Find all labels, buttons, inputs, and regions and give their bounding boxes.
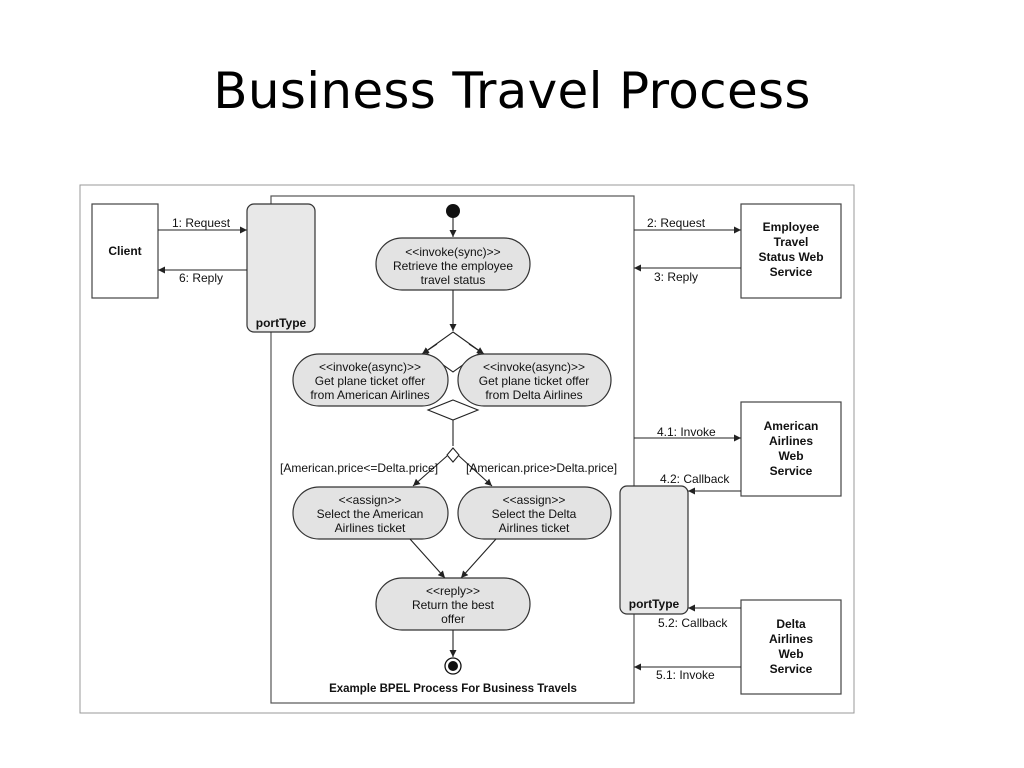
- delta-offer-line1: Get plane ticket offer: [479, 374, 590, 388]
- delta-service-line4: Service: [770, 662, 813, 676]
- port-type-right: [619, 485, 689, 615]
- activity-assign-american: [292, 486, 449, 540]
- american-offer-line1: Get plane ticket offer: [315, 374, 426, 388]
- assign-delta-line2: Airlines ticket: [499, 521, 570, 535]
- reply-stereotype: <<reply>>: [426, 584, 480, 598]
- port-type-right-label: portType: [629, 597, 680, 611]
- retrieve-stereotype: <<invoke(sync)>>: [405, 245, 500, 259]
- retrieve-line2: travel status: [421, 273, 486, 287]
- employee-service-line4: Service: [770, 265, 813, 279]
- flow-decision-delta: [458, 455, 493, 487]
- delta-service-box: [740, 599, 842, 695]
- port-type-left: [246, 203, 316, 333]
- msg-52-label: 5.2: Callback: [658, 616, 728, 630]
- msg-6-label: 6: Reply: [179, 271, 223, 285]
- assign-american-stereotype: <<assign>>: [339, 493, 402, 507]
- msg-3-label: 3: Reply: [654, 270, 698, 284]
- guard-delta: [American.price>Delta.price]: [466, 461, 617, 475]
- activity-delta-offer: [457, 353, 612, 407]
- assign-american-line2: Airlines ticket: [335, 521, 406, 535]
- msg-51-label: 5.1: Invoke: [656, 668, 715, 682]
- msg-2-label: 2: Request: [647, 216, 706, 230]
- delta-service-line2: Airlines: [769, 632, 813, 646]
- american-service-box: [740, 401, 842, 497]
- start-node: [446, 204, 460, 218]
- slide-title: Business Travel Process: [213, 62, 811, 120]
- guard-american: [American.price<=Delta.price]: [280, 461, 438, 475]
- reply-line2: offer: [441, 612, 465, 626]
- flow-fork-delta: [468, 343, 485, 355]
- client-label: Client: [108, 244, 141, 258]
- delta-offer-line2: from Delta Airlines: [485, 388, 582, 402]
- end-node-dot: [448, 661, 458, 671]
- msg-42-label: 4.2: Callback: [660, 472, 730, 486]
- activity-assign-delta: [457, 486, 612, 540]
- activity-american-offer: [292, 353, 449, 407]
- assign-delta-line1: Select the Delta: [492, 507, 577, 521]
- american-offer-line2: from American Airlines: [310, 388, 429, 402]
- decision-diamond: [446, 447, 460, 463]
- port-type-left-label: portType: [256, 316, 307, 330]
- assign-delta-stereotype: <<assign>>: [503, 493, 566, 507]
- flow-decision-american: [412, 455, 448, 487]
- delta-service-line3: Web: [778, 647, 803, 661]
- employee-service-line3: Status Web: [758, 250, 823, 264]
- employee-service-line2: Travel: [774, 235, 809, 249]
- american-service-line4: Service: [770, 464, 813, 478]
- american-service-line2: Airlines: [769, 434, 813, 448]
- assign-american-line1: Select the American: [317, 507, 424, 521]
- msg-1-label: 1: Request: [172, 216, 231, 230]
- flow-assign-american-reply: [409, 538, 446, 579]
- flow-assign-delta-reply: [460, 538, 497, 579]
- reply-line1: Return the best: [412, 598, 495, 612]
- diagram-caption: Example BPEL Process For Business Travel…: [329, 683, 577, 695]
- client-box: [91, 203, 159, 299]
- delta-offer-stereotype: <<invoke(async)>>: [483, 360, 585, 374]
- american-service-line1: American: [764, 419, 819, 433]
- american-service-line3: Web: [778, 449, 803, 463]
- employee-service-box: [740, 203, 842, 299]
- american-offer-stereotype: <<invoke(async)>>: [319, 360, 421, 374]
- msg-41-label: 4.1: Invoke: [657, 425, 716, 439]
- employee-service-line1: Employee: [763, 220, 820, 234]
- delta-service-line1: Delta: [776, 617, 806, 631]
- retrieve-line1: Retrieve the employee: [393, 259, 513, 273]
- flow-fork-american: [421, 343, 438, 355]
